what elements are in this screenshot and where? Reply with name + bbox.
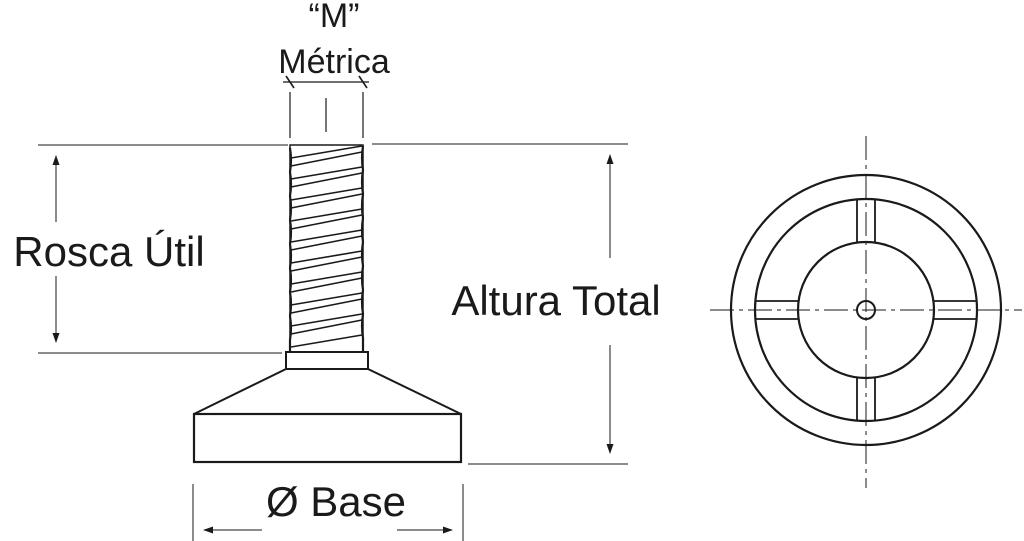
- metric-label: Métrica: [278, 43, 390, 81]
- foot-base: [192, 351, 463, 464]
- useful-thread-dimension: [38, 144, 288, 354]
- metric-dimension: [283, 75, 369, 138]
- useful-thread-label: Rosca Útil: [13, 228, 204, 275]
- threaded-stud: [288, 144, 365, 353]
- base-diameter-dimension: [192, 484, 464, 541]
- thread-helix: [290, 145, 363, 348]
- bottom-view: [710, 136, 1022, 488]
- bottom-view-ribs: [756, 200, 976, 420]
- base-diameter-label: Ø Base: [266, 478, 406, 525]
- total-height-dimension: [372, 143, 628, 465]
- total-height-label: Altura Total: [451, 277, 660, 324]
- metric-quoted-label: “M”: [309, 0, 360, 35]
